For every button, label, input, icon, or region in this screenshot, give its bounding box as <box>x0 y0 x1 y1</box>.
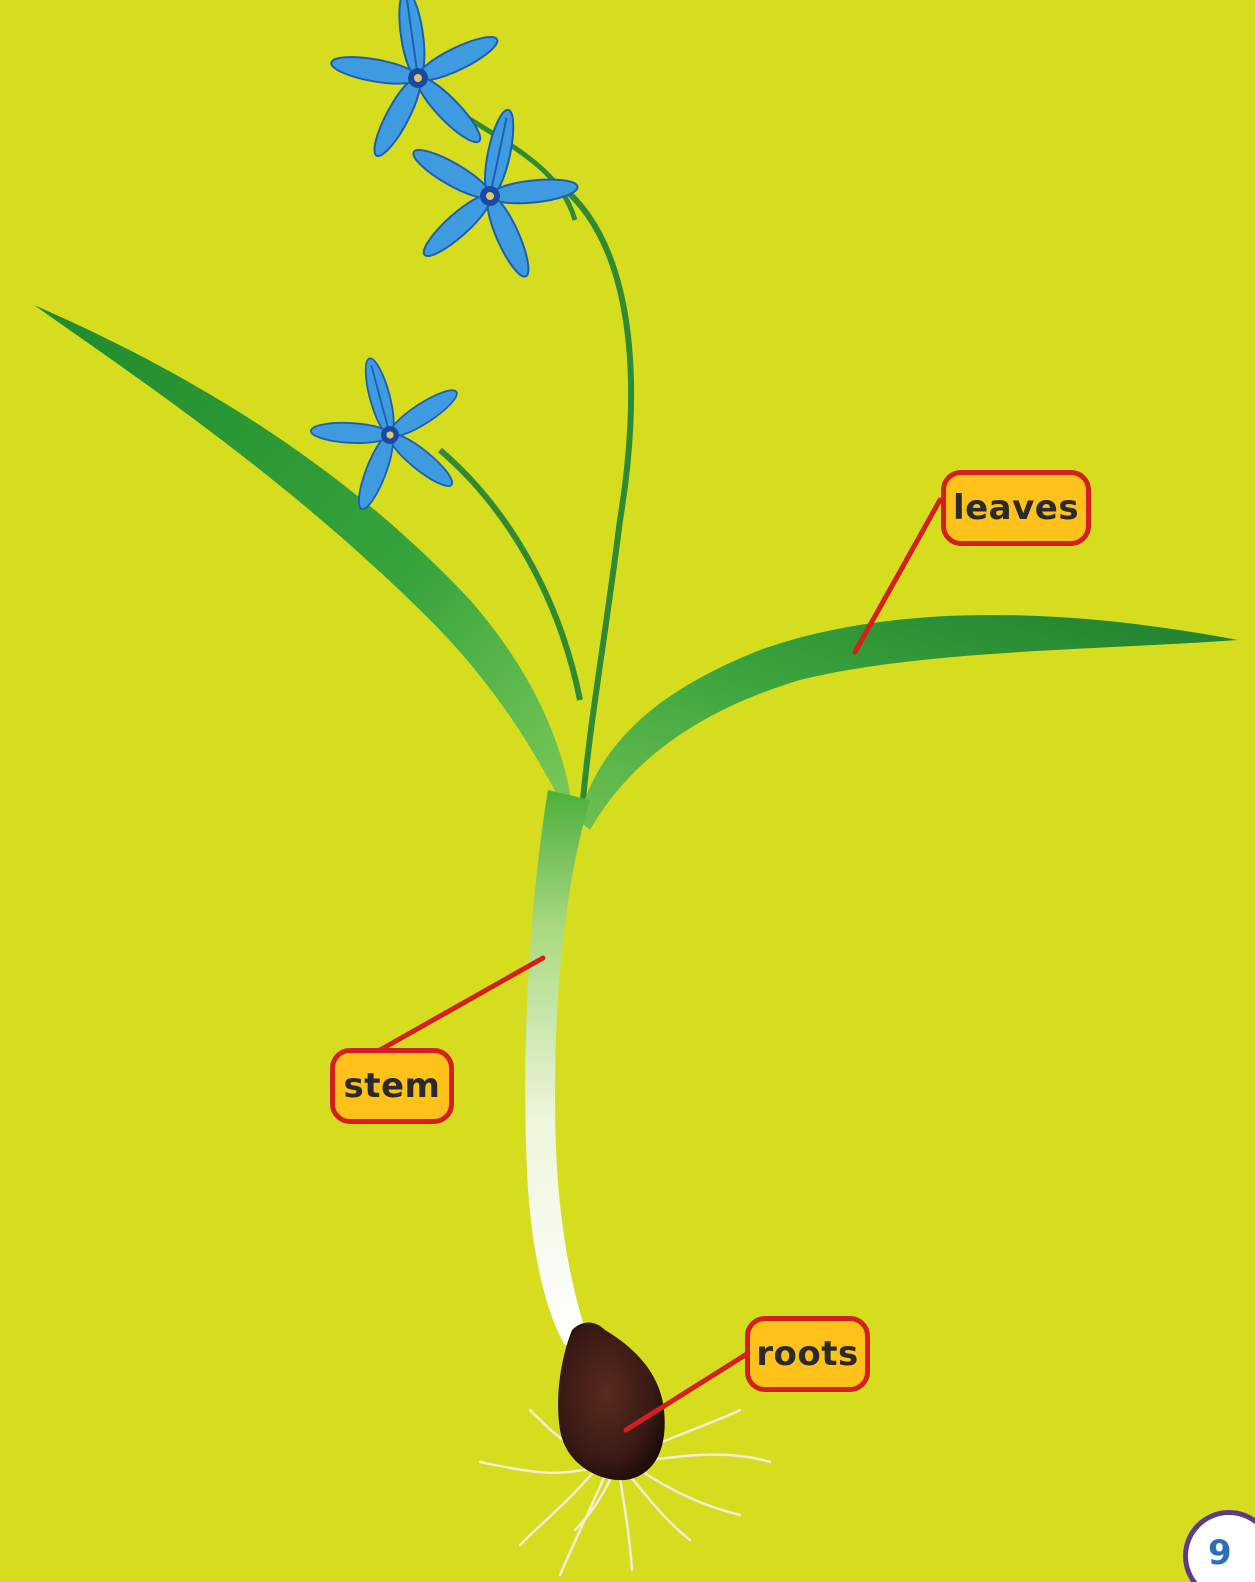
stem-label: stem <box>330 1048 454 1124</box>
leaves-label: leaves <box>941 470 1091 546</box>
flower-middle <box>389 92 594 290</box>
left-leaf <box>34 305 575 830</box>
plant-stem <box>525 790 590 1345</box>
right-leaf <box>578 615 1238 830</box>
roots-label: roots <box>745 1316 870 1392</box>
bulb <box>558 1323 665 1481</box>
flower-top <box>320 0 516 167</box>
page-number: 9 <box>1208 1533 1232 1573</box>
stem-leader-line <box>380 958 543 1050</box>
flower-stalk-top <box>560 185 631 810</box>
